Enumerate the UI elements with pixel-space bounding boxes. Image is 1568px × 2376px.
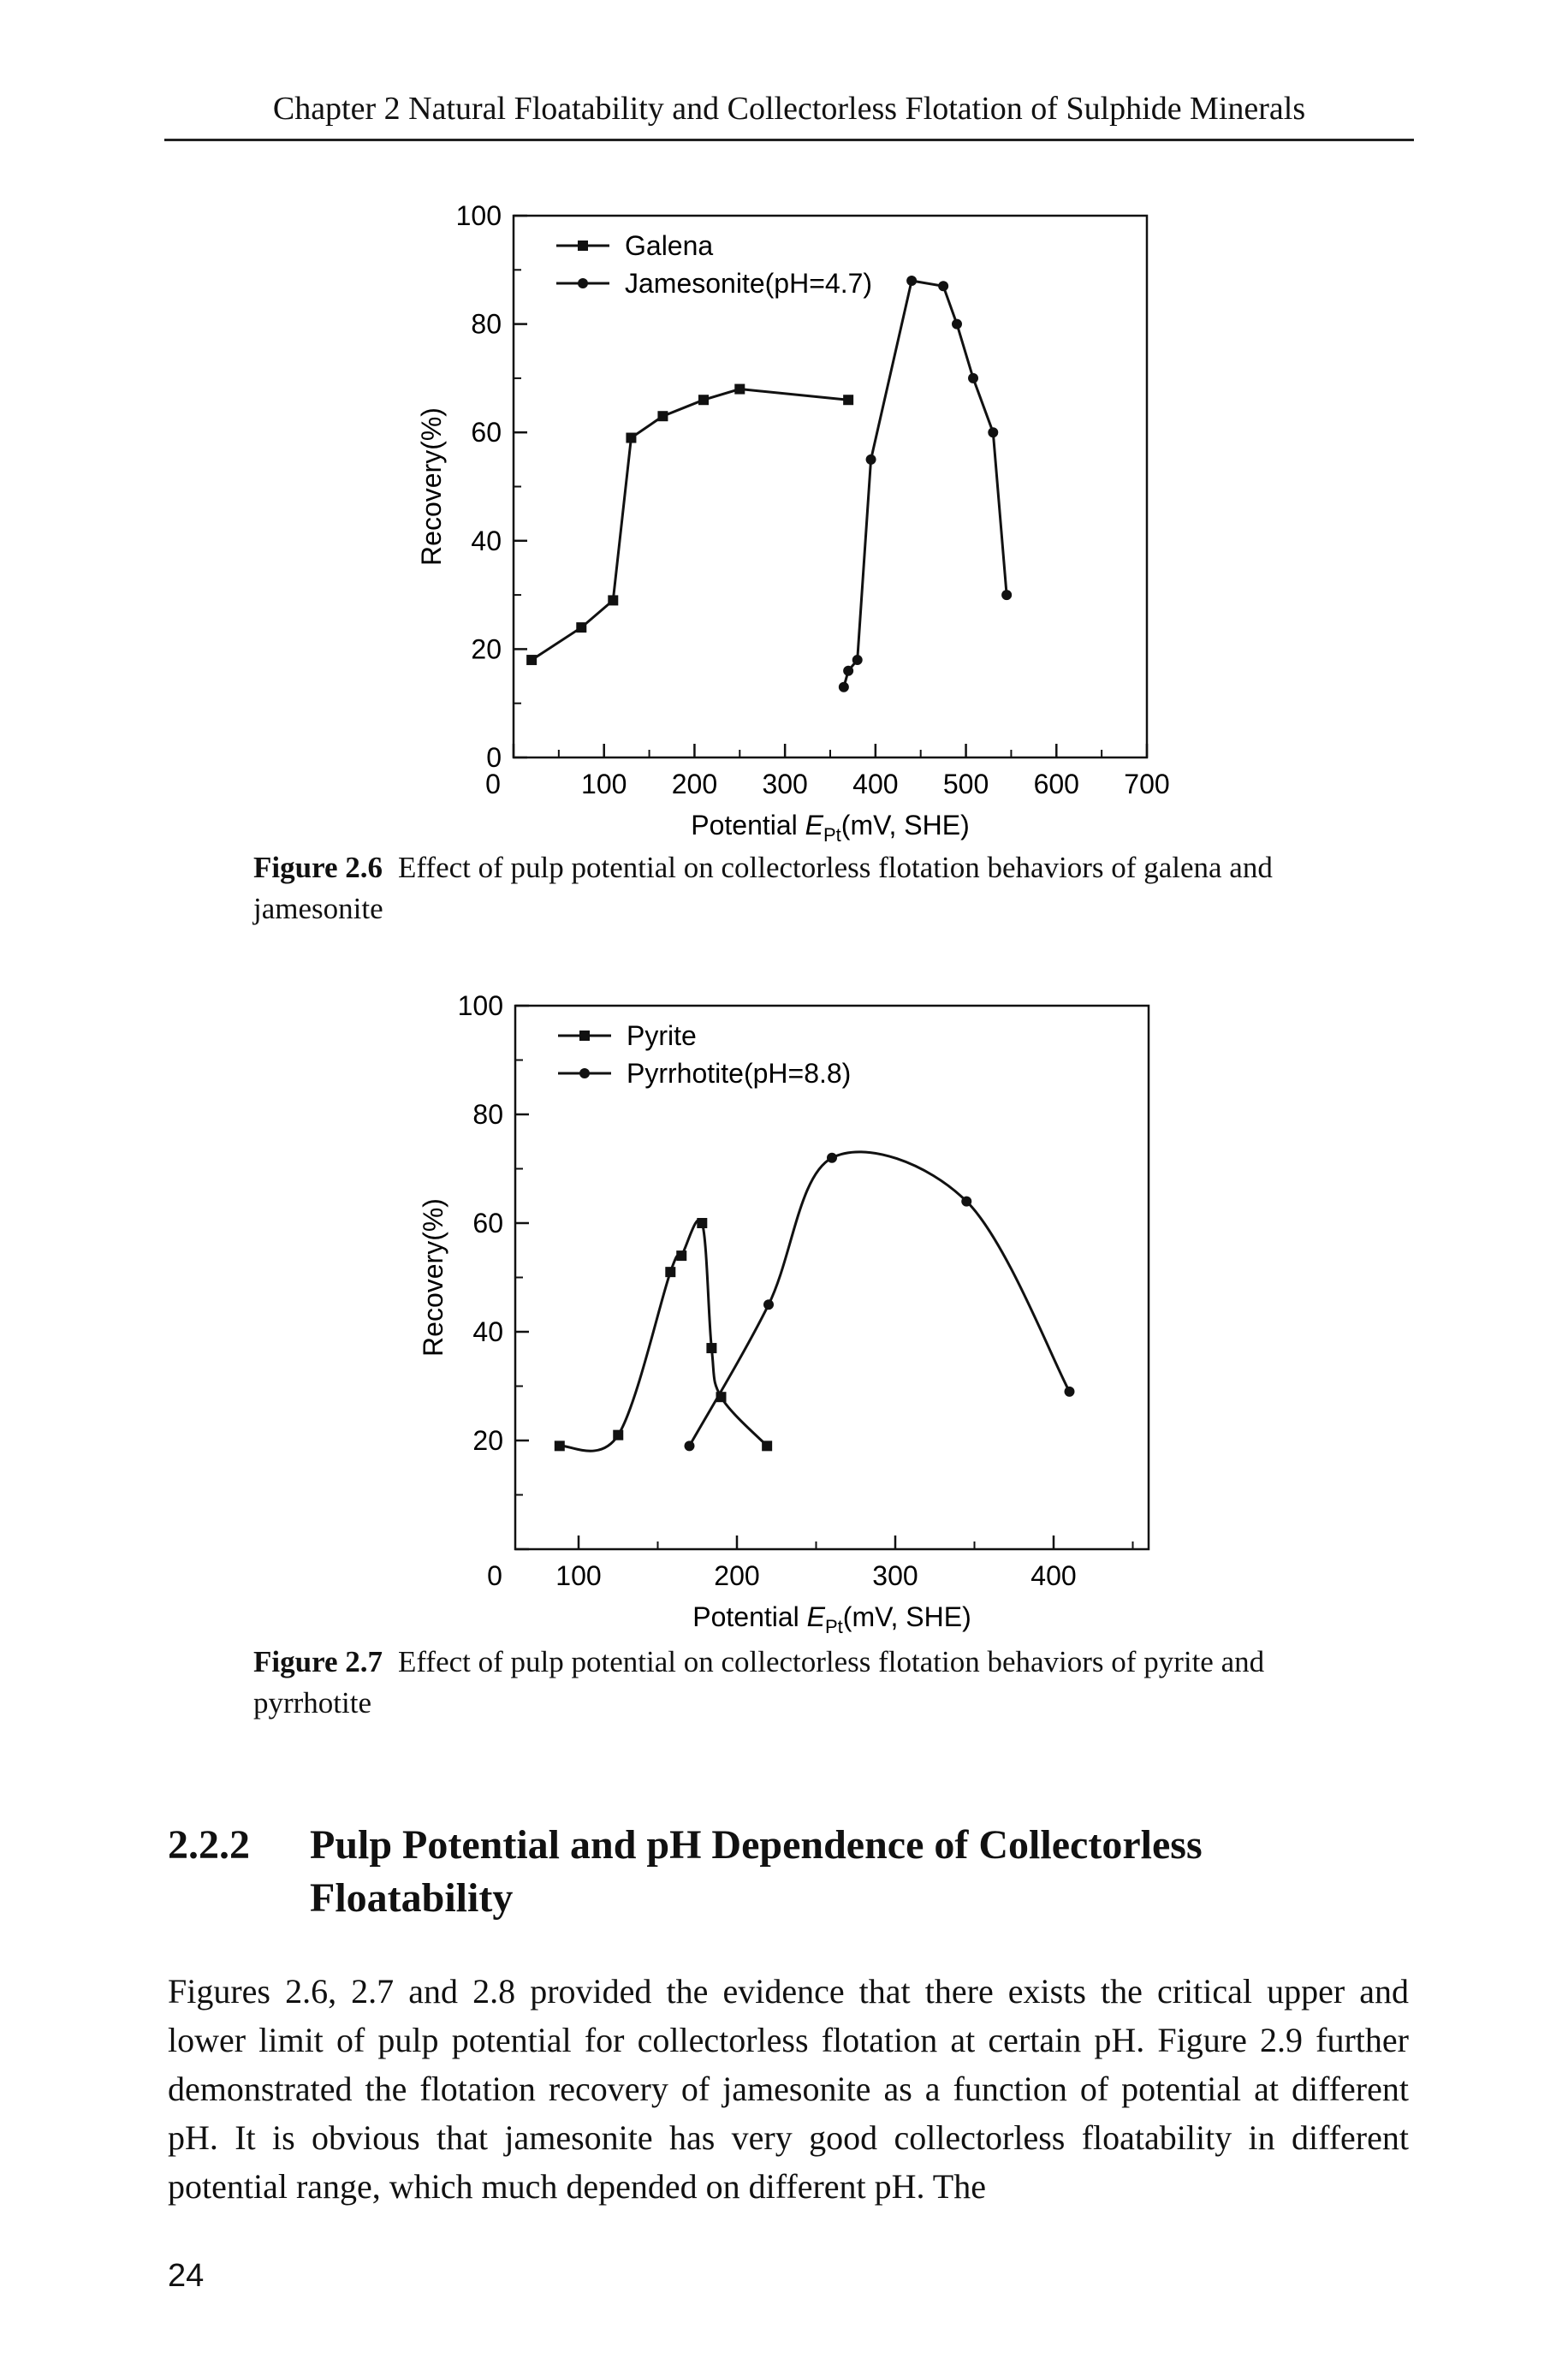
data-point-square — [526, 655, 538, 666]
y-tick-label: 0 — [486, 742, 502, 773]
y-axis-label: Recovery(%) — [416, 407, 447, 566]
x-axis-label: Potential EPt(mV, SHE) — [691, 810, 970, 846]
x-axis-label-var: E — [805, 810, 824, 841]
x-axis-label-unit: (mV, SHE) — [841, 810, 970, 841]
data-point-square — [554, 1440, 565, 1452]
running-head: Chapter 2 Natural Floatability and Colle… — [164, 79, 1414, 141]
data-point-square — [676, 1250, 687, 1262]
data-point-square — [762, 1440, 773, 1452]
data-point-circle — [827, 1152, 837, 1163]
data-point-circle — [988, 427, 999, 438]
section-title-line2: Floatability — [310, 1875, 514, 1921]
data-point-circle — [906, 275, 918, 286]
data-point-square — [665, 1267, 676, 1278]
data-point-square — [576, 622, 587, 633]
x-tick-label: 400 — [852, 769, 898, 799]
figure-2-6-chart: 0 20 40 60 80 100 0 100 200 300 400 500 600 700Potent… — [416, 200, 1170, 846]
x-tick-label: 200 — [714, 1560, 759, 1591]
y-tick-label: 60 — [471, 417, 502, 448]
data-point-circle — [952, 318, 962, 330]
origin-label: 0 — [487, 1560, 502, 1591]
x-axis-label-main: Potential — [691, 810, 805, 841]
caption-label: Figure 2.6 — [253, 851, 383, 884]
y-tick-label: 100 — [456, 200, 502, 231]
data-point-circle — [1001, 590, 1013, 601]
data-point-circle — [938, 281, 949, 292]
legend-label: Pyrrhotite(pH=8.8) — [627, 1058, 851, 1089]
x-axis-label-main: Potential — [692, 1601, 806, 1632]
data-point-circle — [684, 1440, 695, 1452]
x-tick-label: 600 — [1034, 769, 1079, 799]
legend-marker-circle — [579, 1068, 590, 1078]
section-title-line1: Pulp Potential and pH Dependence of Coll… — [310, 1822, 1203, 1868]
data-point-square — [706, 1343, 717, 1354]
y-tick-label: 20 — [471, 633, 502, 664]
x-axis-label-var: E — [807, 1601, 826, 1632]
caption-text: Effect of pulp potential on collectorles… — [253, 1645, 1265, 1720]
section-number: 2.2.2 — [168, 1822, 250, 1868]
x-tick-label: 200 — [672, 769, 717, 799]
data-point-square — [626, 432, 637, 443]
page-number: 24 — [168, 2258, 205, 2294]
data-point-circle — [865, 454, 876, 465]
data-point-circle — [843, 665, 854, 676]
x-axis-label: Potential EPt(mV, SHE) — [692, 1601, 971, 1637]
data-point-square — [657, 411, 668, 422]
data-point-square — [698, 395, 709, 406]
y-tick-label: 40 — [472, 1316, 503, 1347]
caption-text: Effect of pulp potential on collectorles… — [253, 851, 1273, 925]
body-paragraph: Figures 2.6, 2.7 and 2.8 provided the ev… — [168, 1972, 1409, 2206]
legend-marker-circle — [578, 278, 588, 288]
legend-marker-square — [579, 1031, 590, 1041]
x-tick-label: 100 — [581, 769, 627, 799]
data-point-circle — [968, 372, 979, 383]
data-point-square — [697, 1218, 708, 1228]
legend-marker-square — [578, 241, 588, 251]
x-tick-label: 500 — [943, 769, 989, 799]
x-axis-label-sub: Pt — [823, 824, 841, 846]
x-tick-label: 0 — [485, 769, 501, 799]
series-line-1 — [559, 1218, 769, 1452]
data-point-square — [843, 395, 854, 406]
x-axis-label-sub: Pt — [825, 1616, 843, 1637]
y-tick-label: 40 — [471, 526, 502, 556]
series-line-2 — [688, 1150, 1071, 1447]
data-point-circle — [852, 655, 863, 666]
series-line-1 — [531, 388, 849, 662]
data-point-square — [608, 595, 619, 606]
x-tick-label: 300 — [762, 769, 807, 799]
legend-label: Pyrite — [627, 1020, 697, 1051]
data-point-circle — [763, 1299, 774, 1310]
y-tick-label: 80 — [472, 1099, 503, 1130]
data-point-circle — [838, 681, 849, 692]
y-tick-label: 80 — [471, 309, 502, 340]
legend-label: Galena — [625, 230, 713, 261]
data-point-square — [734, 383, 745, 395]
section-title: Pulp Potential and pH Dependence of Coll… — [310, 1819, 1422, 1925]
y-tick-label: 20 — [472, 1425, 503, 1456]
y-tick-label: 100 — [458, 990, 503, 1021]
y-tick-label: 60 — [472, 1208, 503, 1238]
data-point-square — [613, 1429, 624, 1440]
x-tick-label: 700 — [1124, 769, 1169, 799]
data-point-circle — [1064, 1386, 1075, 1397]
caption-label: Figure 2.7 — [253, 1645, 383, 1678]
legend-label: Jamesonite(pH=4.7) — [625, 268, 872, 299]
y-axis-label: Recovery(%) — [418, 1198, 448, 1357]
data-point-circle — [961, 1196, 972, 1207]
x-axis-label-unit: (mV, SHE) — [843, 1601, 971, 1632]
x-tick-label: 100 — [555, 1560, 601, 1591]
series-line-2 — [842, 279, 1008, 688]
x-tick-label: 300 — [872, 1560, 918, 1591]
x-tick-label: 400 — [1030, 1560, 1076, 1591]
